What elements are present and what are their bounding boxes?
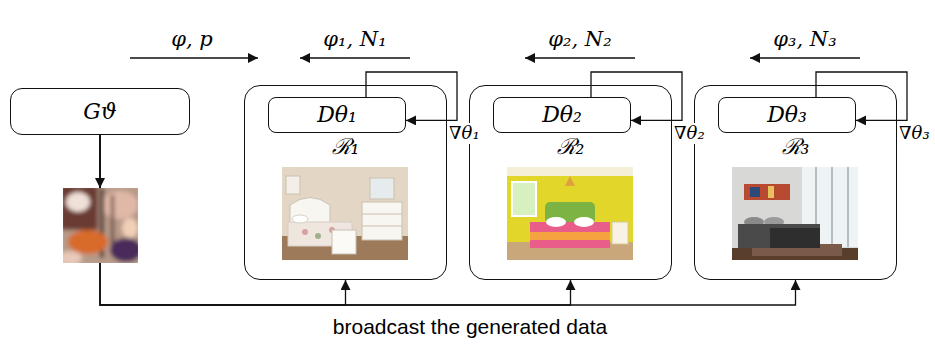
bedroom-photo (282, 167, 408, 260)
bedroom-photo (507, 167, 633, 176)
bedroom-photo (732, 167, 858, 260)
bedroom-photo (362, 202, 402, 240)
message-arrow (130, 57, 258, 58)
generated-image (122, 218, 138, 238)
generated-image (68, 230, 108, 254)
bedroom-photo (744, 184, 790, 200)
generated-image (63, 188, 138, 263)
client-box: Dθ₂ ℛ₂ (469, 85, 672, 280)
bedroom-photo (332, 230, 356, 254)
generated-image (63, 188, 138, 263)
bedroom-photo (530, 232, 610, 240)
client-box: Dθ₃ ℛ₃ (694, 85, 897, 280)
bedroom-photo (565, 176, 575, 186)
bedroom-photo (286, 176, 300, 194)
message-label: φ, p (171, 27, 213, 51)
client-box: Dθ₁ ℛ₁ (244, 85, 447, 280)
generated-image (110, 238, 138, 262)
bedroom-photo (831, 167, 833, 247)
bedroom-photo (507, 167, 633, 260)
message-arrow (525, 57, 635, 58)
node-label: ℛ₃ (695, 134, 896, 159)
bedroom-photo (282, 167, 408, 260)
message-label: φ₂, N₂ (548, 27, 611, 51)
bedroom-photo (530, 222, 610, 248)
bedroom-photo (847, 167, 849, 247)
bedroom-photo (750, 187, 760, 197)
bedroom-photo (315, 233, 321, 239)
bedroom-photo (512, 182, 536, 216)
bedroom-photo (546, 217, 566, 227)
bedroom-photo (732, 167, 858, 260)
node-label: Dθ₂ (542, 102, 582, 127)
message-label: φ₃, N₃ (773, 27, 836, 51)
gradient-label: ∇θ₃ (898, 123, 931, 144)
generated-image (102, 191, 138, 219)
node-label: Dθ₁ (317, 102, 357, 127)
bedroom-photo (770, 228, 820, 248)
generator-output-arrow (99, 136, 100, 188)
bedroom-photo (574, 217, 594, 227)
bedroom-photo (768, 186, 774, 198)
bedroom-photo (507, 167, 633, 260)
generated-image (63, 188, 98, 230)
discriminator-box: Dθ₁ (268, 97, 406, 133)
bedroom-photo (370, 178, 394, 199)
node-label: Dθ₃ (767, 102, 807, 127)
generated-image (63, 251, 82, 263)
message-arrow (130, 57, 860, 58)
bedroom-photo (612, 222, 628, 244)
generator-box: Gϑ (10, 88, 190, 135)
node-label: ℛ₂ (470, 134, 671, 159)
bedroom-photo (302, 229, 308, 235)
generated-image (66, 192, 90, 212)
message-arrow (300, 57, 410, 58)
gradient-label: ∇θ₁ (448, 123, 481, 144)
node-label: ℛ₁ (245, 134, 446, 159)
generator-output-arrow (99, 136, 100, 188)
caption-label: broadcast the generated data (333, 315, 607, 339)
bedroom-photo (292, 215, 308, 223)
discriminator-box: Dθ₂ (493, 97, 631, 133)
broadcast-connector (100, 135, 796, 305)
message-arrow (750, 57, 860, 58)
node-label: Gϑ (83, 99, 116, 124)
discriminator-box: Dθ₃ (718, 97, 856, 133)
gradient-label: ∇θ₂ (673, 123, 706, 144)
message-label: φ₁, N₁ (323, 27, 386, 51)
bedroom-photo (738, 224, 820, 248)
bedroom-photo (362, 214, 402, 215)
bedroom-photo (362, 226, 402, 227)
